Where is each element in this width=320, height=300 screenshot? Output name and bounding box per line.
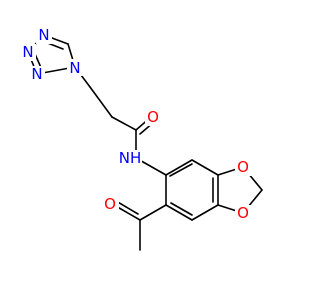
atom-dioxole-oxygen-lower: O xyxy=(235,204,252,222)
atom-acetyl-oxygen: O xyxy=(102,195,119,213)
bond-ring-c3-c2 xyxy=(191,204,219,221)
bond-ring-c6-c5-double xyxy=(169,163,193,177)
atom-label: O xyxy=(147,108,159,126)
atom-label: NH xyxy=(119,149,142,167)
atom-label: O xyxy=(237,158,249,176)
bond-ring-c5-c4 xyxy=(191,159,219,176)
molecule-diagram: N N N N O NH xyxy=(20,26,263,251)
atom-tetrazole-n3: N xyxy=(20,43,36,61)
atom-tetrazole-n2: N xyxy=(29,65,45,83)
bond-layer xyxy=(27,34,263,251)
atom-amide-nitrogen: NH xyxy=(118,149,142,167)
atom-label: N xyxy=(69,59,80,77)
bond-ring-c2-c1-double xyxy=(170,202,193,216)
bond-ring-c2-c1 xyxy=(165,204,193,221)
bond-ch2-ch2 xyxy=(89,86,113,118)
structure-canvas: N N N N O NH xyxy=(20,26,263,251)
atom-label: O xyxy=(237,204,249,222)
atom-label: N xyxy=(31,65,42,83)
bond-ch2-carbonyl xyxy=(111,116,137,131)
bond-ring-c6-c5 xyxy=(165,159,193,176)
bond-c1-acetyl xyxy=(139,204,167,221)
atom-dioxole-oxygen-upper: O xyxy=(235,158,252,176)
bond-acetyl-o-double xyxy=(115,200,139,215)
atom-tetrazole-n1: N xyxy=(67,59,83,77)
atom-tetrazole-n4: N xyxy=(36,26,52,44)
atom-label: O xyxy=(104,195,116,213)
atom-amide-oxygen: O xyxy=(145,108,162,126)
atom-label: N xyxy=(38,26,49,44)
atom-label: N xyxy=(22,43,33,61)
atom-label-layer: N N N N O NH xyxy=(20,26,252,222)
